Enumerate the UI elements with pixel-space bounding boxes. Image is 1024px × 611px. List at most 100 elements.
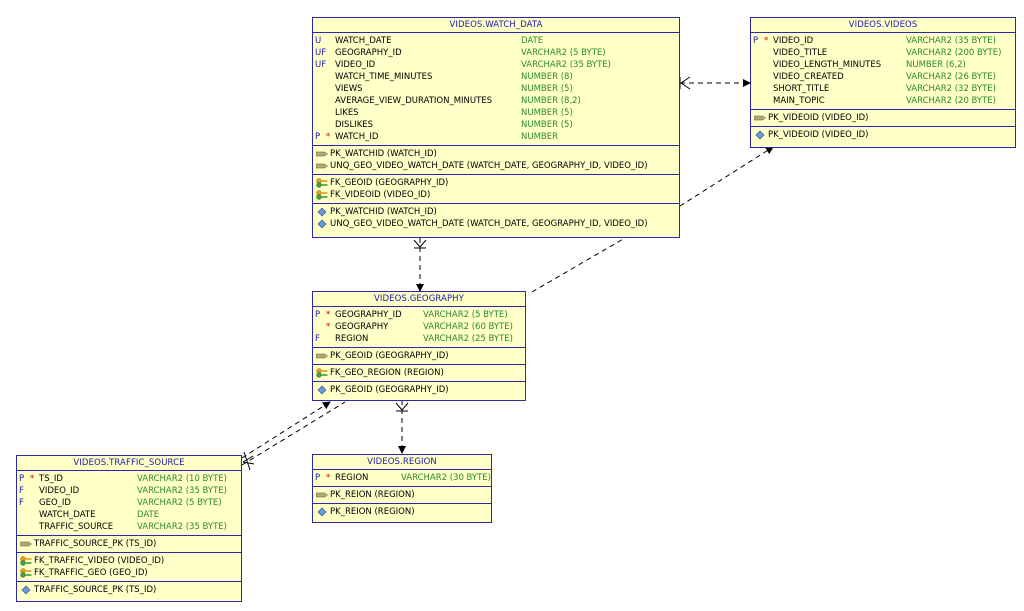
key-row-label: TRAFFIC_SOURCE_PK (TS_ID) (34, 539, 157, 549)
index-row-label: TRAFFIC_SOURCE_PK (TS_ID) (34, 585, 157, 595)
index-section: TRAFFIC_SOURCE_PK (TS_ID) (17, 582, 241, 598)
index-row[interactable]: UNQ_GEO_VIDEO_WATCH_DATE (WATCH_DATE, GE… (313, 218, 679, 230)
column-type: VARCHAR2 (35 BYTE) (137, 522, 227, 532)
index-diamond-icon (316, 507, 328, 517)
foreign-key-row-label: FK_VIDEOID (VIDEO_ID) (330, 190, 431, 200)
key-row[interactable]: PK_GEOID (GEOGRAPHY_ID) (313, 350, 525, 362)
index-row-label: UNQ_GEO_VIDEO_WATCH_DATE (WATCH_DATE, GE… (330, 219, 648, 229)
key-row[interactable]: PK_VIDEOID (VIDEO_ID) (751, 112, 1015, 124)
column-type: VARCHAR2 (5 BYTE) (423, 310, 508, 320)
column-name: VIDEO_ID (773, 36, 814, 46)
column-type: DATE (137, 510, 160, 520)
foreign-key-row[interactable]: FK_GEO_REGION (REGION) (313, 367, 525, 379)
index-diamond-icon (20, 585, 32, 595)
column-flag: F (19, 498, 24, 508)
foreign-key-icon (316, 189, 328, 200)
column-flag: P (315, 473, 321, 483)
foreign-key-icon (20, 555, 32, 566)
index-row[interactable]: PK_GEOID (GEOGRAPHY_ID) (313, 384, 525, 396)
key-icon (20, 539, 32, 549)
table-title[interactable]: VIDEOS.TRAFFIC_SOURCE (17, 456, 241, 471)
column-type: VARCHAR2 (10 BYTE) (137, 474, 227, 484)
column-name: REGION (335, 473, 369, 483)
column-type: NUMBER (6,2) (906, 60, 966, 70)
foreign-key-row[interactable]: FK_TRAFFIC_GEO (GEO_ID) (17, 567, 241, 579)
index-diamond-icon (754, 130, 766, 140)
column-type: VARCHAR2 (26 BYTE) (906, 72, 996, 82)
table-title[interactable]: VIDEOS.GEOGRAPHY (313, 292, 525, 307)
foreign-key-row-label: FK_GEO_REGION (REGION) (330, 368, 444, 378)
column-name: VIDEO_ID (335, 60, 376, 70)
column-name: MAIN_TOPIC (773, 96, 825, 106)
column-name: TRAFFIC_SOURCE (39, 522, 114, 532)
column-name: VIEWS (335, 84, 363, 94)
key-row[interactable]: UNQ_GEO_VIDEO_WATCH_DATE (WATCH_DATE, GE… (313, 160, 679, 172)
required-marker: * (326, 473, 331, 483)
foreign-key-section: FK_GEOID (GEOGRAPHY_ID)FK_VIDEOID (VIDEO… (313, 175, 679, 204)
table-title[interactable]: VIDEOS.WATCH_DATA (313, 18, 679, 33)
key-row[interactable]: PK_WATCHID (WATCH_ID) (313, 148, 679, 160)
key-section: TRAFFIC_SOURCE_PK (TS_ID) (17, 536, 241, 553)
column-name: WATCH_DATE (335, 36, 392, 46)
foreign-key-icon (316, 177, 328, 188)
table-title[interactable]: VIDEOS.REGION (313, 455, 491, 470)
key-row[interactable]: TRAFFIC_SOURCE_PK (TS_ID) (17, 538, 241, 550)
link-watchdata-videos[interactable] (679, 76, 751, 90)
column-row[interactable]: TRAFFIC_SOURCE VARCHAR2 (35 BYTE) (17, 521, 241, 533)
key-row-label: PK_REION (REGION) (330, 490, 415, 500)
key-icon (316, 149, 328, 159)
key-icon (316, 161, 328, 171)
foreign-key-icon (20, 567, 32, 578)
table-title[interactable]: VIDEOS.VIDEOS (751, 18, 1015, 33)
index-row[interactable]: PK_REION (REGION) (313, 506, 491, 518)
index-diamond-icon (316, 207, 328, 217)
key-row-label: UNQ_GEO_VIDEO_WATCH_DATE (WATCH_DATE, GE… (330, 161, 648, 171)
link-watchdata-geography[interactable] (413, 238, 427, 292)
column-type: NUMBER (8,2) (521, 96, 581, 106)
foreign-key-row[interactable]: FK_VIDEOID (VIDEO_ID) (313, 189, 679, 201)
foreign-key-row[interactable]: FK_GEOID (GEOGRAPHY_ID) (313, 177, 679, 189)
foreign-key-section: FK_TRAFFIC_VIDEO (VIDEO_ID)FK_TRAFFIC_GE… (17, 553, 241, 582)
link-geography-region[interactable] (395, 400, 409, 454)
index-row[interactable]: PK_VIDEOID (VIDEO_ID) (751, 129, 1015, 141)
index-row[interactable]: TRAFFIC_SOURCE_PK (TS_ID) (17, 584, 241, 596)
index-row[interactable]: PK_WATCHID (WATCH_ID) (313, 206, 679, 218)
foreign-key-row[interactable]: FK_TRAFFIC_VIDEO (VIDEO_ID) (17, 555, 241, 567)
column-type: VARCHAR2 (25 BYTE) (423, 334, 513, 344)
column-flag: U (315, 36, 322, 46)
column-name: WATCH_TIME_MINUTES (335, 72, 433, 82)
column-type: VARCHAR2 (35 BYTE) (137, 486, 227, 496)
key-row[interactable]: PK_REION (REGION) (313, 489, 491, 501)
column-name: GEO_ID (39, 498, 71, 508)
